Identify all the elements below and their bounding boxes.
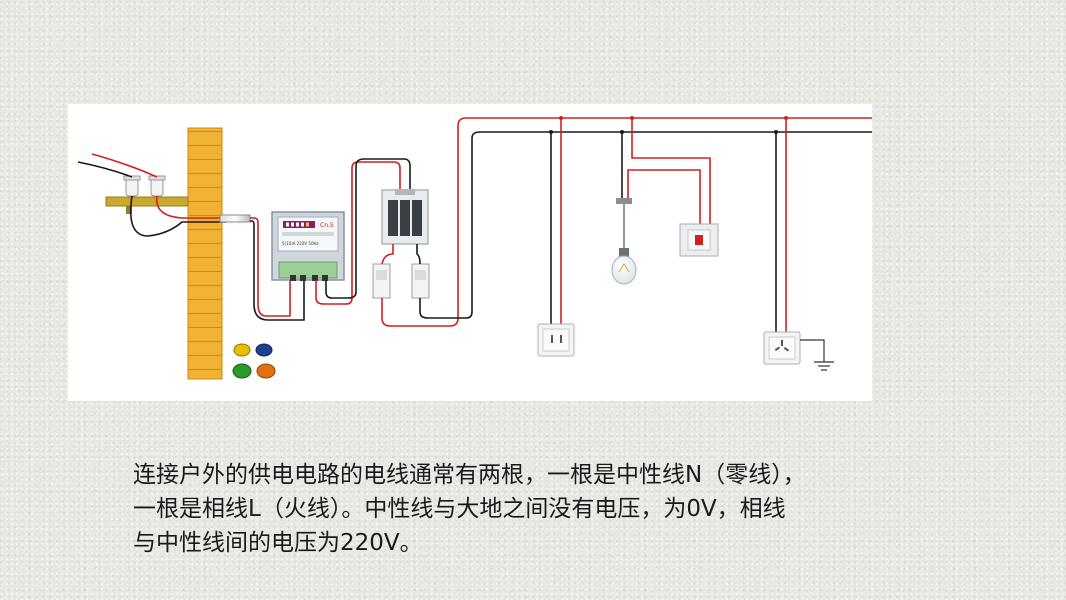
meter-in-neutral-wire [250,220,305,321]
wall-outlet-three-pin [763,331,801,365]
caption-text: 连接户外的供电电路的电线通常有两根，一根是中性线N（零线）， 一根是相线L（火线… [133,458,933,560]
color-caps [232,343,276,379]
light-switch [679,223,719,257]
fuse-right [411,263,430,299]
meter-in-live-wire [250,217,291,317]
brick-wall [187,127,223,380]
caption-line-1: 连接户外的供电电路的电线通常有两根，一根是中性线N（零线）， [133,462,806,488]
breaker-to-fuse-neutral [416,244,421,265]
lamp-live-wire [631,118,711,226]
insulator-left [123,175,141,197]
breaker-to-fuse-live [381,244,394,265]
pole-crossarm [105,196,189,214]
wiring-diagram: Cn.S 5(10)A 220V 50Hz [68,104,872,401]
wall-bushing [219,214,251,223]
main-breaker [381,189,429,245]
wall-outlet-two-pin [537,323,575,357]
meter-out-neutral-wire [325,158,411,299]
drop-live-wire [155,195,226,219]
drop-neutral-wire [129,195,226,237]
house-live-wire [381,117,872,327]
switch-to-lamp-wire [627,169,701,226]
meter-out-live-wire [315,161,401,305]
insulator-right [148,175,166,197]
light-bulb [611,198,637,285]
caption-line-2: 一根是相线L（火线）。中性线与大地之间没有电压，为0V，相线 [133,496,786,522]
meter-spec: 5(10)A 220V 50Hz [282,241,319,246]
house-neutral-wire [419,131,872,319]
overhead-neutral-wire [77,161,133,178]
diagram-svg: Cn.S 5(10)A 220V 50Hz [77,116,872,380]
ground-wire [800,339,825,362]
caption-line-3: 与中性线间的电压为220V。 [133,530,423,556]
ground-symbol [814,361,834,371]
overhead-live-wire [91,153,158,178]
electric-meter: Cn.S 5(10)A 220V 50Hz [271,211,345,281]
meter-brand: Cn.S [320,222,334,229]
fuse-left [372,263,391,299]
